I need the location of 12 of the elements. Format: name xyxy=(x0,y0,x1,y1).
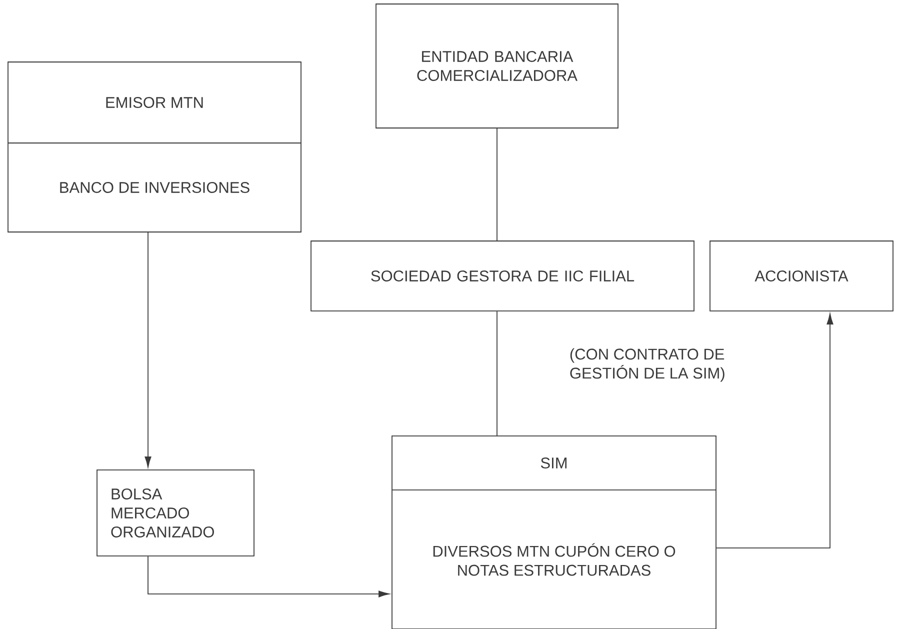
split-box: EMISOR MTN BANCO DE INVERSIONES xyxy=(8,62,302,232)
connector-line xyxy=(496,310,498,436)
process-box: ENTIDAD BANCARIA COMERCIALIZADORA xyxy=(376,4,618,128)
process-box: ACCIONISTA xyxy=(710,240,894,312)
split-box: SIM DIVERSOS MTN CUPÓN CERO O NOTAS ESTRUCTURADAS xyxy=(392,436,716,629)
process-box: SOCIEDAD GESTORA DE IIC FILIAL xyxy=(310,240,694,312)
connector-line xyxy=(496,128,498,241)
process-box: BOLSA MERCADO ORGANIZADO xyxy=(96,470,254,556)
arrow xyxy=(148,556,390,598)
arrow xyxy=(716,314,834,548)
arrow xyxy=(144,232,152,468)
edge-label: (CON CONTRATO DE GESTIÓN DE LA SIM) xyxy=(570,348,724,382)
